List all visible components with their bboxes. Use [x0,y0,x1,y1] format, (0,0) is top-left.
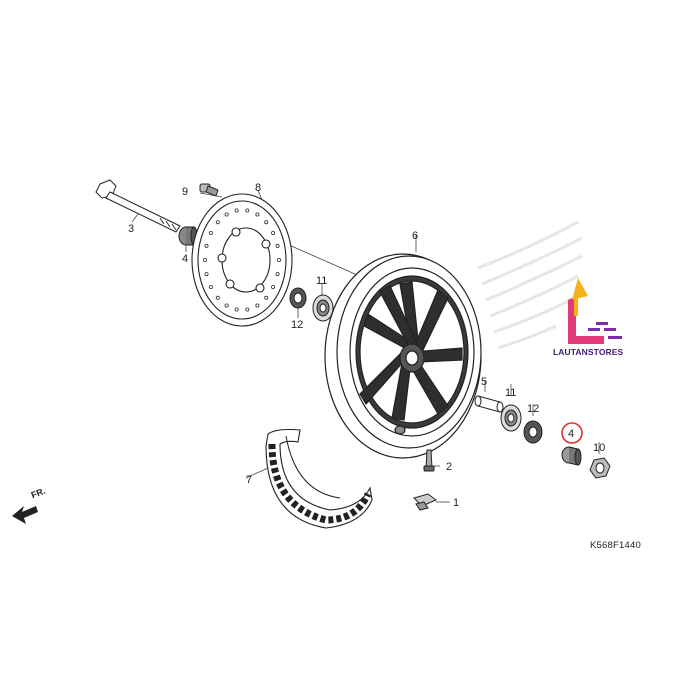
disc-hole [202,257,207,262]
callout-7: 7 [246,474,252,486]
callout-4-left: 4 [182,253,188,265]
callout-8: 8 [255,182,261,194]
balance-weight [413,493,437,511]
callout-2: 2 [446,461,452,473]
axle-nut [589,457,611,479]
right-collar [561,446,582,466]
axle-bolt [95,179,181,233]
front-direction-arrow [12,506,38,524]
disc-hole [276,257,281,262]
left-collar [178,226,198,246]
disc-hole [245,208,250,213]
disc-hole [224,303,229,308]
disc-hole [234,307,239,312]
tire-section [265,428,373,529]
watermark-brand-text: LAUTANSTORES [553,347,624,357]
disc-hole [255,303,260,308]
disc-hole [204,243,209,248]
disc-hole [208,284,213,289]
callout-12-left: 12 [291,319,303,331]
distance-collar [474,395,504,413]
disc-bolt [199,183,219,197]
callout-5: 5 [481,376,487,388]
callout-9: 9 [182,186,188,198]
tire-valve [423,449,435,472]
wing-watermark [477,220,583,350]
cast-wheel [324,253,482,459]
left-bearing [312,294,334,322]
disc-hole [215,295,220,300]
callout-1: 1 [453,497,459,509]
callout-4-right: 4 [568,428,574,440]
disc-hole [264,220,269,225]
brand-logo [568,278,622,344]
right-dust-seal [523,420,543,444]
disc-hole [234,208,239,213]
disc-hole [208,230,213,235]
diagram-code: K568F1440 [590,540,641,551]
callout-3: 3 [128,223,134,235]
left-dust-seal [289,287,307,309]
disc-hole [255,212,260,217]
disc-hole [245,307,250,312]
disc-hole [224,212,229,217]
callout-11-right: 11 [505,387,516,399]
callout-6: 6 [412,230,418,242]
callout-11-left: 11 [316,275,327,287]
disc-hole [204,272,209,277]
disc-hole [215,220,220,225]
disc-hole [271,284,276,289]
disc-hole [275,272,280,277]
disc-hole [275,243,280,248]
brake-disc [191,193,293,327]
callout-10: 10 [593,442,605,454]
callout-12-right: 12 [527,403,539,415]
disc-hole [271,230,276,235]
highlight-circle [561,422,583,444]
right-bearing [500,404,522,432]
disc-hole [264,295,269,300]
